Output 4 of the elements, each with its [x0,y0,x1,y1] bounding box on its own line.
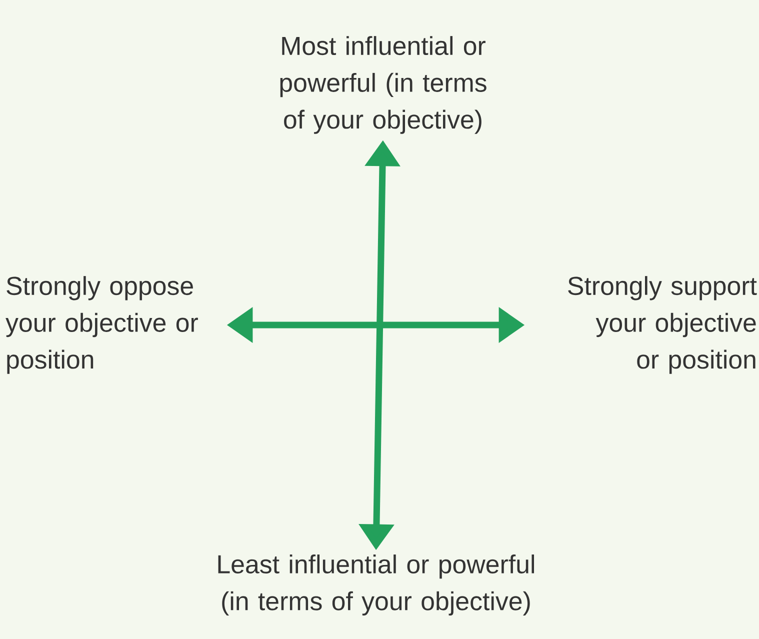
axis-label: Strongly support your objective or position [568,276,757,374]
axis-label: Most influential or powerful (in terms of your objective) [280,36,486,134]
axis-label: Least influential or powerful (in terms of your objective) [218,554,534,616]
axis-label: Strongly oppose your objective or position [6,276,198,374]
